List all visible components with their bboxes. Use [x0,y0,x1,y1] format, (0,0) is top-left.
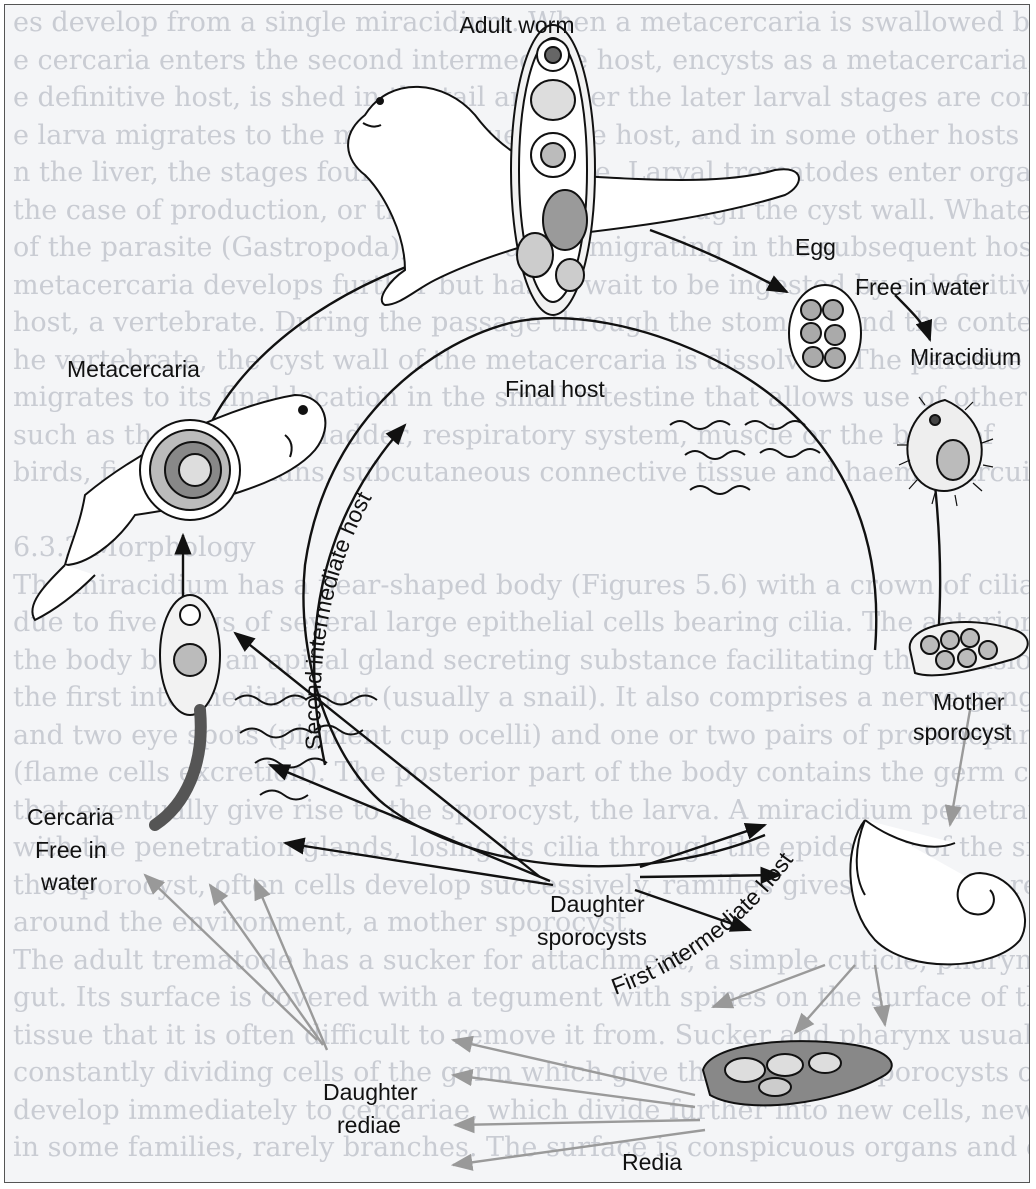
label-miracidium: Miracidium [910,344,1021,370]
label-redia: Redia [622,1149,682,1175]
cercaria [155,595,220,825]
metacercaria [140,420,240,520]
arrow-ds-1 [235,633,540,877]
label-free-in-water-cercaria-line1: Free in [35,837,107,863]
arrow-final-host-arc [210,235,525,425]
adult-worm [511,25,595,315]
label-mother-line2: sporocyst [913,719,1012,745]
label-adult-worm: Adult worm [459,12,574,38]
miracidium [897,397,993,506]
grey-arrow-rediae-2 [453,1075,695,1107]
label-daughter-rediae-line1: Daughter [323,1079,418,1105]
mother-sporocyst [910,622,1028,675]
arrow-adult-to-egg [650,230,787,292]
arrow-ds-4 [640,825,765,867]
arrow-ds-3 [285,843,553,885]
grey-arrow-redia-r1 [713,965,825,1007]
arrow-egg-to-miracidium [895,295,930,340]
label-metacercaria: Metacercaria [67,356,200,382]
label-mother-line1: Mother [933,689,1005,715]
label-daughter-sporocysts-line1: Daughter [550,891,645,917]
snail-outline [850,820,1025,964]
label-egg: Egg [795,234,836,260]
label-daughter-rediae-line2: rediae [337,1112,401,1138]
redia [703,1041,892,1105]
figure-frame: es develop from a single miracidium. Whe… [4,4,1030,1183]
grey-arrow-redia-r3 [875,965,885,1025]
label-free-in-water-cercaria-line2: water [40,869,98,895]
grey-arrow-redia-r2 [795,965,855,1033]
grey-arrow-dr-1 [145,875,317,1040]
label-free-in-water-egg: Free in water [855,274,990,300]
label-second-intermediate-host: Second intermediate host [299,487,376,751]
grey-arrow-rediae-1 [453,1040,695,1095]
label-daughter-sporocysts-line2: sporocysts [537,924,647,950]
grey-arrow-rediae-3 [455,1120,700,1125]
life-cycle-diagram: Adult worm Egg Free in water Miracidium … [5,5,1030,1183]
label-second-intermediate-host-path: Second intermediate host [299,487,376,751]
egg [789,285,861,381]
label-final-host: Final host [505,376,605,402]
label-cercaria: Cercaria [27,804,114,830]
